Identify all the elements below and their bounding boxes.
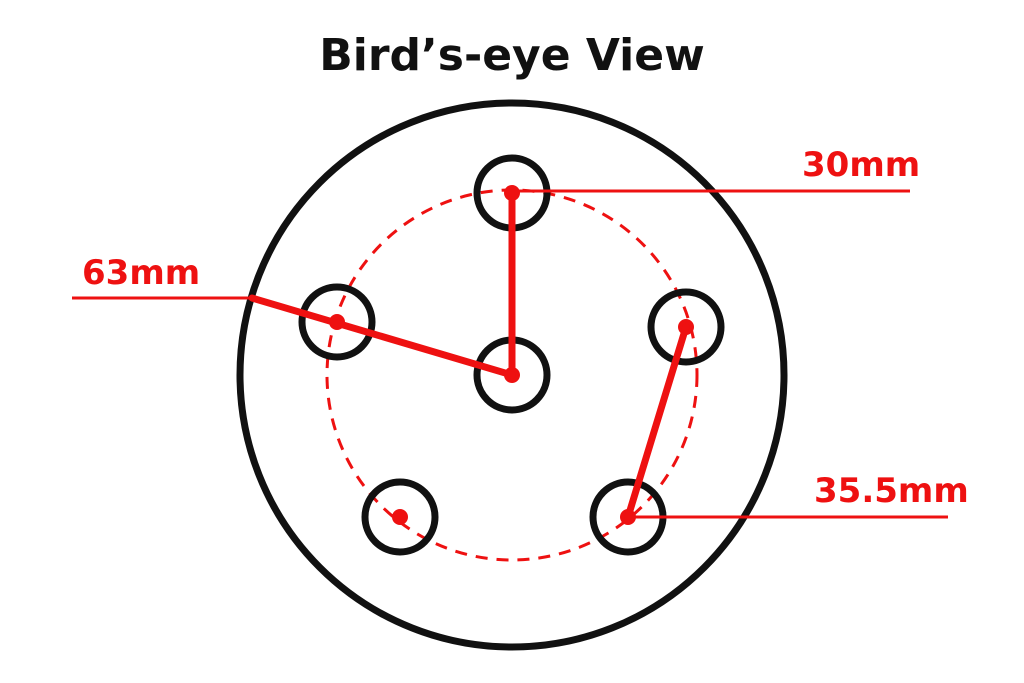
hole-to-hole-line: [624, 323, 690, 521]
label-35-5mm: 35.5mm: [814, 471, 969, 511]
hole-ring-right: [647, 288, 725, 366]
dot-bottom-left: [392, 509, 408, 525]
outer-base-circle: [236, 99, 788, 651]
label-63mm: 63mm: [82, 253, 200, 293]
hole-ring-left: [298, 283, 376, 361]
diameter-line-diagonal: [248, 294, 516, 379]
hole-ring-bottom-left: [361, 478, 439, 556]
diagram-title: Bird’s-eye View: [319, 30, 705, 81]
label-30mm: 30mm: [802, 145, 920, 185]
